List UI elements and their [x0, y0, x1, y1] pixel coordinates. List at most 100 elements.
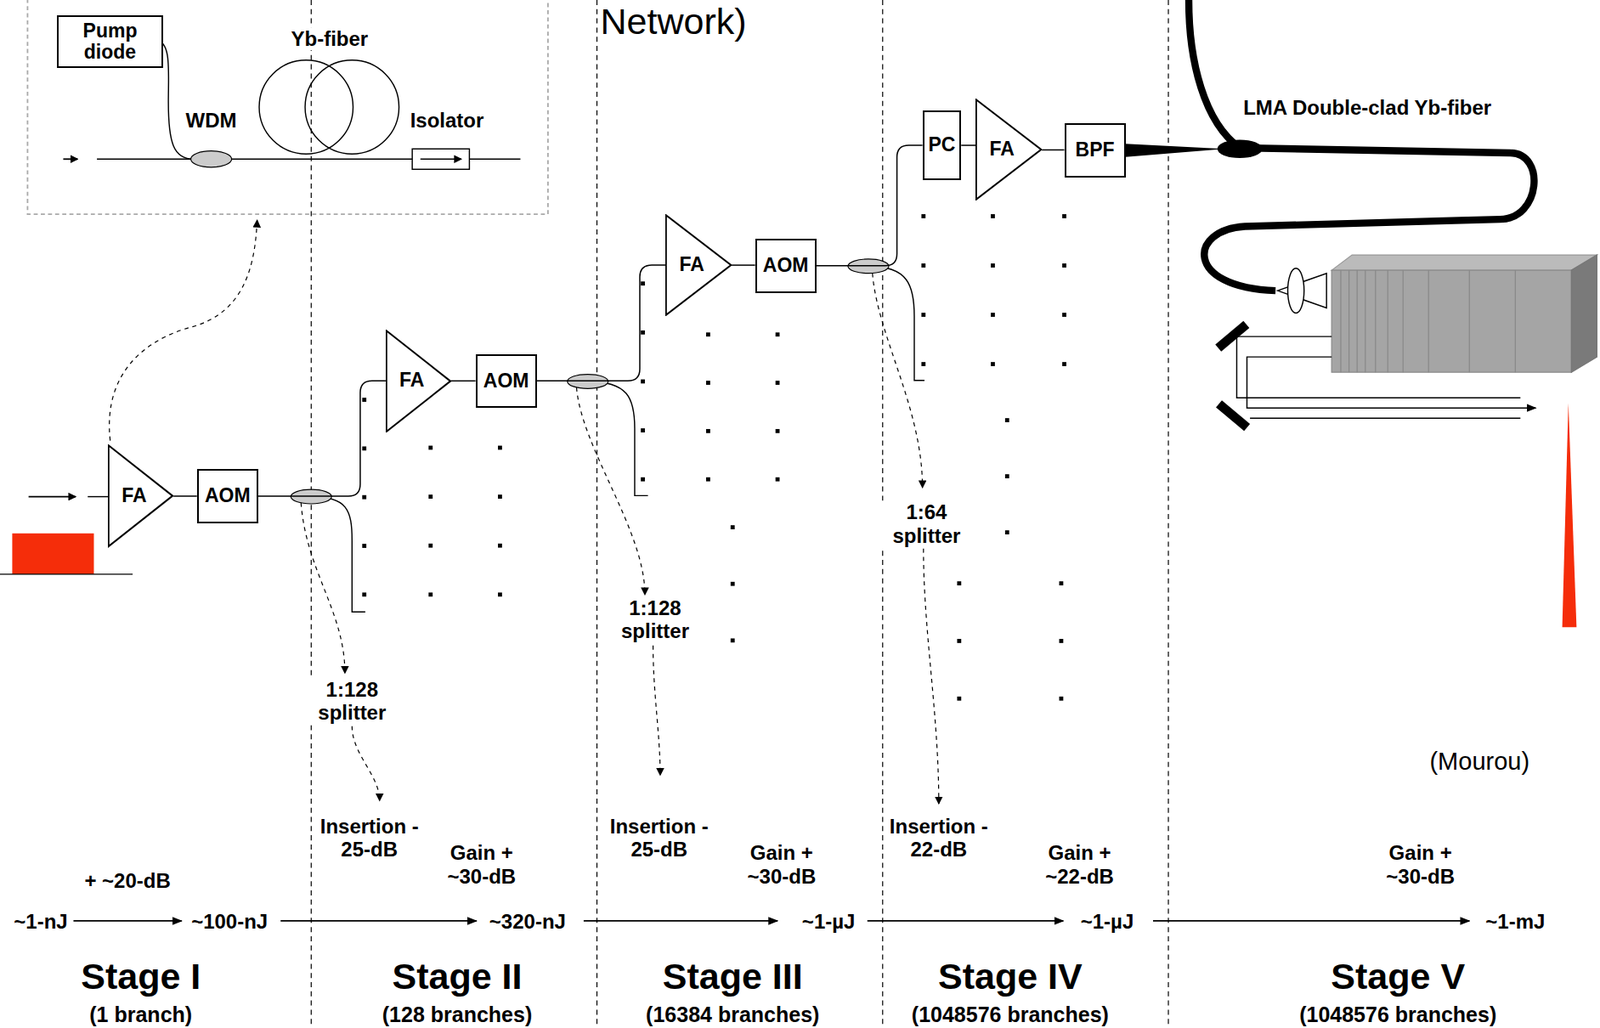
fiber-connector	[173, 495, 198, 498]
drawing-part	[730, 582, 735, 587]
drawing-part	[1215, 400, 1250, 431]
drawing-part	[921, 312, 926, 317]
amplifier-triangle: FA	[385, 329, 452, 433]
annotation-label: Stage III	[661, 955, 805, 998]
drawing-part	[1402, 270, 1404, 373]
annotation-label: Insertion - 25-dB	[604, 814, 714, 862]
annotation-label: (1048576 branches)	[1297, 1002, 1499, 1028]
drawing-part	[361, 495, 367, 500]
drawing-part	[956, 638, 962, 644]
drawing-part	[420, 158, 462, 160]
drawing-part	[428, 592, 433, 597]
component-box: AOM	[755, 238, 817, 294]
annotation-label: 1:64 splitter	[871, 500, 982, 548]
drawing-part	[775, 429, 781, 434]
annotation-label: Stage V	[1328, 955, 1467, 998]
drawing-part	[1469, 270, 1470, 373]
drawing-part	[1062, 263, 1067, 268]
drawing-part	[27, 0, 548, 215]
drawing-part	[1005, 418, 1010, 423]
drawing-part	[351, 726, 379, 802]
drawing-part	[497, 543, 503, 549]
node-text: AOM	[204, 485, 251, 507]
drawing-part	[868, 265, 925, 380]
drawing-part	[310, 0, 1169, 1028]
drawing-part	[96, 158, 521, 160]
triangle-shape	[976, 100, 1041, 201]
annotation-label: ~1-mJ	[1483, 910, 1547, 934]
drawing-part	[1387, 270, 1389, 373]
drawing-part	[640, 281, 645, 286]
drawing-part	[730, 525, 735, 530]
drawing-part	[300, 503, 345, 673]
drawing-part	[1059, 696, 1064, 702]
annotation-label: (16384 branches)	[644, 1002, 821, 1028]
node-text: FA	[989, 139, 1015, 161]
fiber-connector	[731, 264, 756, 266]
node-text: FA	[399, 370, 425, 392]
component-box: AOM	[197, 469, 259, 524]
amplifier-triangle: FA	[975, 98, 1042, 201]
drawing-part	[259, 60, 353, 154]
drawing-part	[428, 494, 433, 499]
annotation-label: Isolator	[408, 108, 487, 133]
drawing-part	[990, 263, 996, 268]
drawing-part	[87, 496, 108, 498]
drawing-part	[361, 543, 367, 549]
drawing-part	[587, 381, 649, 496]
annotation-label: (1048576 branches)	[910, 1002, 1111, 1028]
drawing-part	[412, 148, 470, 170]
node-text: AOM	[483, 370, 530, 392]
annotation-label: + ~20-dB	[82, 869, 172, 894]
drawing-part	[1515, 270, 1516, 373]
drawing-part	[1188, 0, 1534, 291]
drawing-part	[73, 920, 1470, 922]
annotation-label: Gain + ~22-dB	[1024, 841, 1135, 888]
annotation-label: 1:128 splitter	[600, 596, 711, 644]
drawing-part	[872, 273, 923, 488]
drawing-part	[923, 548, 939, 804]
drawing-part	[1331, 254, 1597, 271]
drawing-part	[1246, 356, 1536, 408]
fiber-connector	[258, 380, 386, 497]
drawing-part	[1059, 581, 1064, 586]
drawing-part	[775, 477, 781, 482]
annotation-label: Insertion - 25-dB	[314, 814, 425, 862]
drawing-part	[1005, 474, 1010, 479]
annotation-label: Network)	[599, 1, 749, 44]
node-text: PC	[927, 134, 956, 156]
drawing-part	[361, 214, 1067, 702]
drawing-part	[653, 645, 661, 775]
component-box: PC	[922, 110, 962, 181]
drawing-part	[1059, 638, 1064, 644]
annotation-label: ~1-µJ	[800, 910, 858, 934]
drawing-part	[1340, 270, 1516, 373]
node-text: FA	[121, 485, 147, 507]
drawing-part	[706, 429, 711, 434]
fiber-connector	[816, 145, 923, 266]
annotation-label: Gain + ~30-dB	[426, 841, 537, 888]
node-text: FA	[678, 254, 704, 276]
annotation-label: Insertion - 22-dB	[883, 814, 994, 862]
drawing-part	[428, 543, 433, 549]
drawing-part	[956, 696, 962, 702]
annotation-label: (128 branches)	[380, 1002, 534, 1028]
drawing-part	[497, 494, 503, 499]
annotation-label: Gain + ~30-dB	[726, 841, 837, 888]
annotation-label: ~320-nJ	[487, 910, 568, 934]
drawing-part	[1215, 321, 1250, 352]
drawing-part	[1125, 143, 1225, 158]
drawing-part	[1428, 270, 1430, 373]
drawing-part	[576, 387, 645, 595]
annotation-label: Stage II	[390, 955, 525, 998]
annotation-label: 1:128 splitter	[297, 678, 408, 725]
drawing-part	[596, 0, 598, 1028]
drawing-part	[640, 379, 645, 385]
drawing-part	[1005, 530, 1010, 535]
drawing-part	[706, 477, 711, 482]
drawing-part	[361, 592, 367, 597]
node-text: AOM	[763, 254, 809, 277]
drawing-part	[191, 151, 232, 168]
annotation-label: Gain + ~30-dB	[1365, 841, 1476, 888]
